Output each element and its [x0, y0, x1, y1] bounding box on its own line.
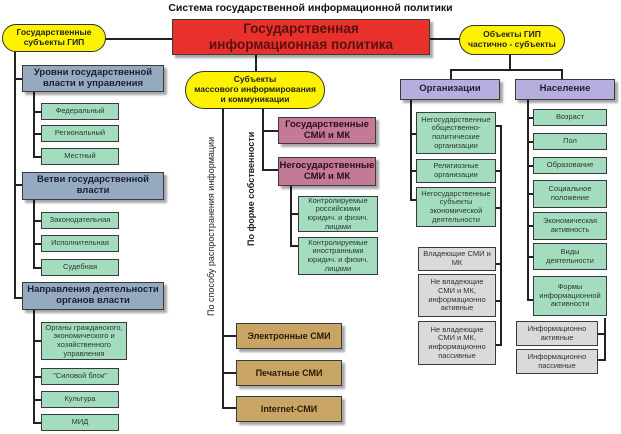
level-local: Местный [64, 151, 96, 161]
pop-item: Образование [533, 157, 607, 174]
group-branches-line2: власти [76, 185, 110, 196]
direction-item: "Силовой блок" [41, 368, 119, 385]
objects-node: Объекты ГИП частично - субъекты [459, 25, 565, 55]
pop-item: Экономическая активность [533, 212, 607, 240]
nongov-item: Контролируемые иностранными юридич. и фи… [298, 237, 378, 275]
direction-mfa: МИД [71, 417, 89, 427]
organizations-node: Организации [400, 79, 500, 100]
pop-gender: Пол [563, 136, 577, 146]
level-item: Местный [41, 148, 119, 165]
group-branches-line1: Ветви государственной [36, 174, 149, 186]
distribution-electronic: Электронные СМИ [247, 330, 331, 341]
nongov-foreign: Контролируемые иностранными юридич. и фи… [307, 237, 369, 273]
direction-culture: Культура [64, 394, 96, 404]
direction-item: Органы гражданского, экономического и хо… [41, 322, 127, 360]
ownership-state-line2: СМИ и МК [303, 129, 351, 141]
direction-civil: Органы гражданского, экономического и хо… [45, 322, 123, 358]
org-economic: Негосударственные субъекты экономической… [421, 188, 491, 224]
root-node: Государственная информационная политика [172, 19, 430, 55]
org-item: Негосударственные субъекты экономической… [416, 187, 496, 227]
pop-activity: Виды деятельности [546, 246, 594, 265]
pop-item: Социальное положение [533, 180, 607, 208]
direction-item: МИД [41, 414, 119, 431]
org-religious: Религиозные организации [433, 161, 479, 179]
distribution-item: Internet-СМИ [236, 396, 342, 422]
media-line1: Субъекты [233, 74, 277, 85]
ownership-nonstate: Негосударственные СМИ и МК [278, 157, 376, 186]
pop-activity-item: Информационно активные [516, 321, 598, 346]
pop-item: Пол [533, 133, 607, 150]
org-media-item: Владеющие СМИ и МК [418, 247, 496, 271]
branch-item: Судебная [41, 259, 119, 276]
org-political: Негосударственные общественно-политическ… [421, 114, 491, 150]
direction-security: "Силовой блок" [53, 371, 107, 381]
group-directions: Направления деятельности органов власти [22, 282, 164, 310]
group-directions-line1: Направления деятельности [27, 284, 159, 296]
ownership-nonstate-line2: СМИ и МК [303, 170, 351, 182]
pop-economic: Экономическая активность [542, 216, 598, 234]
pop-info-active: Информационно активные [527, 323, 587, 342]
pop-item: Возраст [533, 109, 607, 126]
level-federal: Федеральный [55, 106, 105, 116]
direction-item: Культура [41, 391, 119, 408]
by-distribution-label: По способу распространения информации [206, 136, 216, 316]
org-media-passive: Не владеющие СМИ и МК, информационно пас… [428, 324, 486, 360]
distribution-internet: Internet-СМИ [260, 403, 318, 414]
by-ownership-label: По форме собственности [246, 131, 256, 246]
org-item: Негосударственные общественно-политическ… [416, 112, 496, 154]
group-levels-line1: Уровни государственной [33, 66, 153, 78]
pop-item: Виды деятельности [533, 243, 607, 270]
nongov-russian: Контролируемые российскими юридич. и физ… [307, 195, 369, 231]
media-line2: массового информирования [194, 84, 316, 95]
level-item: Федеральный [41, 103, 119, 120]
org-item: Религиозные организации [416, 159, 496, 183]
group-directions-line2: органов власти [56, 295, 130, 306]
pop-education: Образование [546, 160, 594, 170]
branch-executive: Исполнительная [51, 238, 109, 248]
pop-info-passive: Информационно пассивные [527, 351, 587, 370]
media-subjects-node: Субъекты массового информирования и комм… [185, 71, 325, 109]
branch-item: Законодательная [41, 212, 119, 229]
pop-info-forms: Формы информационной активности [539, 282, 601, 309]
pop-social: Социальное положение [548, 184, 592, 202]
level-item: Региональный [41, 125, 119, 142]
branch-judicial: Судебная [62, 262, 98, 272]
root-line1: Государственная [243, 21, 359, 37]
branch-item: Исполнительная [41, 235, 119, 252]
pop-age: Возраст [555, 112, 585, 122]
distribution-print: Печатные СМИ [255, 367, 323, 378]
media-line3: и коммуникации [220, 93, 290, 104]
diagram-title: Система государственной информационной п… [168, 2, 453, 14]
group-branches: Ветви государственной власти [22, 172, 164, 200]
pop-activity-item: Информационно пассивные [516, 349, 598, 374]
distribution-item: Электронные СМИ [236, 323, 342, 349]
objects-line1: Объекты ГИП [483, 29, 541, 40]
group-levels-line2: власти и управления [42, 77, 144, 89]
state-subjects-line1: Государственные [16, 27, 92, 38]
org-media-item: Не владеющие СМИ и МК, информационно акт… [418, 274, 496, 317]
ownership-nonstate-line1: Негосударственные [279, 159, 375, 171]
organizations-label: Организации [419, 83, 481, 95]
ownership-state-line1: Государственные [285, 118, 369, 130]
root-line2: информационная политика [208, 37, 394, 52]
level-regional: Региональный [54, 128, 106, 138]
org-media-active: Не владеющие СМИ и МК, информационно акт… [428, 277, 486, 313]
state-subjects-node: Государственные субъекты ГИП [2, 24, 106, 52]
distribution-item: Печатные СМИ [236, 360, 342, 386]
objects-line2: частично - субъекты [468, 39, 556, 49]
group-levels: Уровни государственной власти и управлен… [22, 65, 164, 92]
org-media-item: Не владеющие СМИ и МК, информационно пас… [418, 321, 496, 365]
nongov-item: Контролируемые российскими юридич. и физ… [298, 196, 378, 232]
pop-item: Формы информационной активности [533, 276, 607, 316]
ownership-state: Государственные СМИ и МК [278, 117, 376, 144]
state-subjects-line2: субъекты ГИП [23, 37, 85, 47]
population-label: Население [539, 83, 591, 95]
branch-legislative: Законодательная [49, 215, 111, 225]
org-media-owning: Владеющие СМИ и МК [423, 249, 491, 267]
population-node: Население [515, 79, 615, 100]
